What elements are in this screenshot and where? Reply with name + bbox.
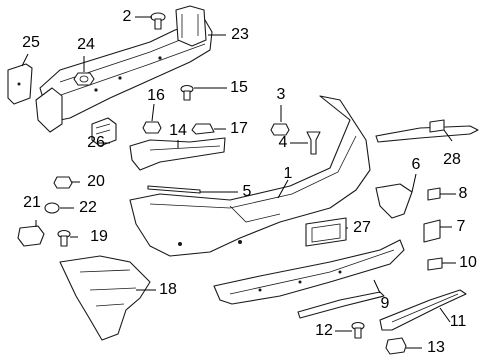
callout-7: 7 bbox=[457, 218, 466, 235]
callout-10: 10 bbox=[459, 254, 477, 271]
reflector-7 bbox=[423, 219, 441, 243]
callout-25: 25 bbox=[22, 34, 40, 51]
leader-lines bbox=[21, 16, 456, 349]
bolt-15 bbox=[180, 84, 194, 101]
callout-labels: 2 23 24 25 15 16 17 14 3 4 26 20 21 22 1… bbox=[22, 8, 477, 356]
nut-20 bbox=[53, 176, 73, 189]
nut-16 bbox=[142, 121, 162, 134]
clip-17 bbox=[191, 123, 215, 135]
callout-14: 14 bbox=[169, 122, 187, 139]
callout-6: 6 bbox=[412, 156, 421, 173]
callout-4: 4 bbox=[279, 134, 288, 151]
reinforcement-bar bbox=[35, 5, 213, 133]
sensor-bracket bbox=[91, 117, 117, 147]
callout-9: 9 bbox=[381, 295, 390, 312]
callout-24: 24 bbox=[77, 36, 95, 53]
bolt-12 bbox=[351, 321, 365, 339]
push-clip-4 bbox=[306, 131, 321, 155]
license-bracket-27 bbox=[305, 217, 347, 247]
callout-1: 1 bbox=[284, 165, 293, 182]
bumper-cover bbox=[129, 95, 371, 257]
callout-8: 8 bbox=[459, 185, 468, 202]
callout-11: 11 bbox=[450, 313, 467, 330]
side-bracket-14 bbox=[129, 137, 226, 171]
callout-22: 22 bbox=[79, 199, 97, 216]
trim-strip-5 bbox=[147, 185, 201, 194]
callout-3: 3 bbox=[277, 86, 286, 103]
nut-3 bbox=[270, 123, 290, 136]
bracket-plate bbox=[7, 63, 33, 105]
clip-22 bbox=[44, 202, 60, 214]
callout-18: 18 bbox=[159, 281, 177, 298]
callout-27: 27 bbox=[353, 219, 371, 236]
lower-strip-11 bbox=[379, 289, 467, 331]
diffuser-strip bbox=[297, 291, 385, 319]
callout-21: 21 bbox=[23, 194, 41, 211]
lower-valance-9 bbox=[213, 239, 405, 305]
callout-16: 16 bbox=[147, 87, 165, 104]
grommet-21 bbox=[17, 225, 45, 247]
callout-28: 28 bbox=[443, 151, 461, 168]
callout-15: 15 bbox=[230, 79, 248, 96]
callout-12: 12 bbox=[315, 322, 333, 339]
callout-26: 26 bbox=[87, 134, 105, 151]
callout-2: 2 bbox=[123, 8, 132, 25]
reflector-10 bbox=[427, 257, 443, 271]
callout-23: 23 bbox=[231, 26, 249, 43]
upper-trim-28 bbox=[375, 119, 479, 143]
callout-5: 5 bbox=[243, 183, 252, 200]
side-panel-6 bbox=[375, 183, 413, 219]
nut-24 bbox=[73, 72, 95, 86]
bolt-19 bbox=[57, 229, 71, 247]
callout-19: 19 bbox=[90, 228, 108, 245]
callout-13: 13 bbox=[427, 339, 445, 356]
clip-13 bbox=[385, 337, 407, 355]
callout-20: 20 bbox=[87, 173, 105, 190]
bolt-2 bbox=[150, 12, 166, 30]
callout-17: 17 bbox=[230, 120, 248, 137]
clip-strip-8 bbox=[427, 187, 441, 201]
lower-bracket-18 bbox=[59, 255, 151, 341]
